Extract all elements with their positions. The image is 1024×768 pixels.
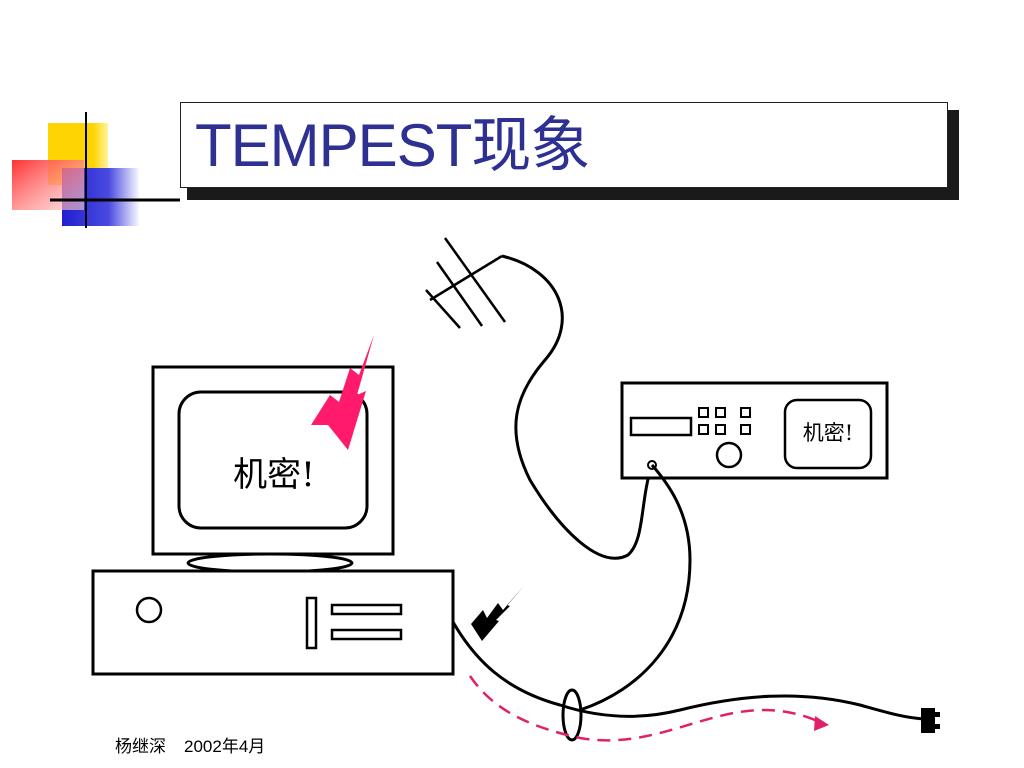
receiver-device: 机密! xyxy=(620,381,889,480)
antenna-cable xyxy=(501,254,654,560)
monitor-stand xyxy=(186,552,354,574)
corner-decoration xyxy=(12,112,180,228)
case-drive-bay-2 xyxy=(330,628,403,641)
computer-case xyxy=(91,569,455,676)
case-slot-vertical xyxy=(305,596,318,650)
receiver-display-slot xyxy=(629,416,693,437)
probe-cable xyxy=(579,464,692,712)
power-button xyxy=(135,596,163,624)
footer-date: 2002年4月 xyxy=(184,737,266,756)
monitor-screen xyxy=(177,390,369,530)
lightning-radiation-icon xyxy=(311,335,374,450)
slide-title: TEMPEST现象 xyxy=(195,112,590,179)
receiver-screen xyxy=(783,398,873,470)
receiver-knob xyxy=(715,441,743,469)
lightning-conducted-icon xyxy=(471,585,525,641)
power-cable xyxy=(451,621,926,721)
footer-author: 杨继深 xyxy=(115,737,166,757)
antenna-icon xyxy=(425,237,507,329)
power-plug-icon xyxy=(921,708,940,733)
footer: 杨继深 2002年4月 xyxy=(115,732,265,757)
current-probe-clamp xyxy=(561,688,583,742)
monitor-screen-text: 机密! xyxy=(233,455,315,495)
receiver-buttons xyxy=(698,407,751,435)
title-box: TEMPEST现象 xyxy=(180,102,948,188)
case-drive-bay-1 xyxy=(330,603,403,616)
conducted-emission-arrow xyxy=(468,675,821,742)
deco-red-square xyxy=(12,160,84,210)
receiver-screen-text: 机密! xyxy=(803,421,853,445)
conducted-emission-arrowhead xyxy=(814,716,829,731)
